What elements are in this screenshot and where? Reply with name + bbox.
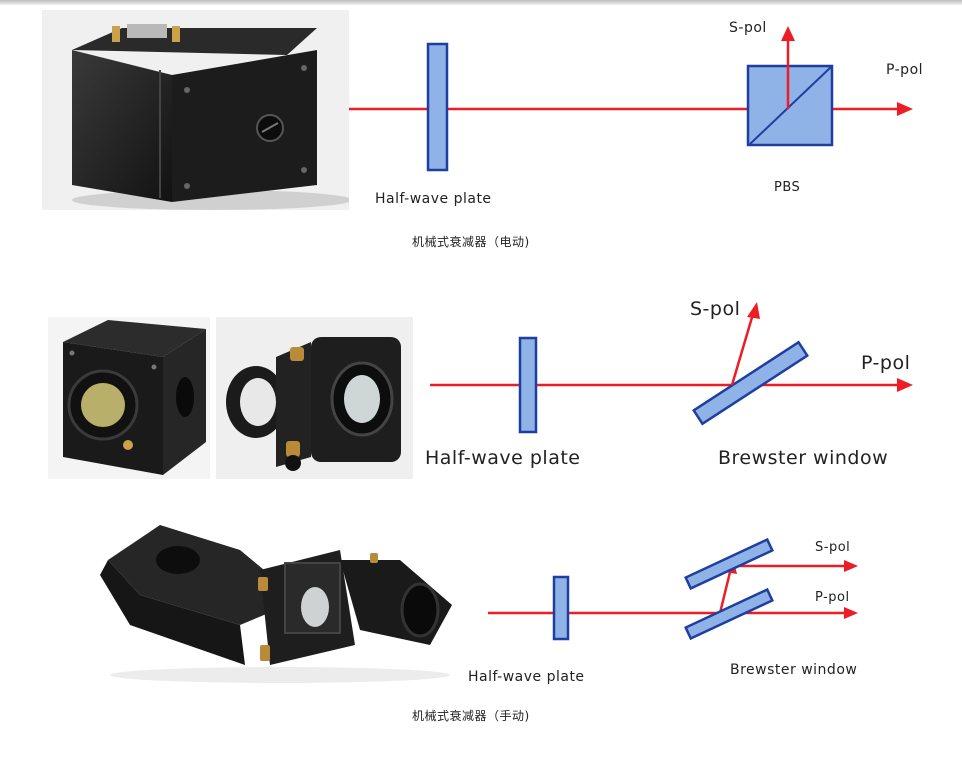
half-wave-plate-label: Half-wave plate [468, 669, 585, 685]
brewster-window [691, 340, 810, 426]
half-wave-plate [426, 42, 449, 172]
p-pol-arrowhead [897, 102, 913, 116]
half-wave-plate-label: Half-wave plate [375, 191, 492, 207]
caption-motorized: 机械式衰减器（电动) [412, 235, 530, 249]
p-pol-label: P-pol [815, 590, 850, 605]
attenuator-mount-photo [216, 317, 413, 479]
attenuator-cube-photo [48, 317, 210, 479]
pbs-attenuator-diagram [349, 26, 913, 172]
brewster-single-diagram [430, 302, 913, 434]
motorized-attenuator-photo [42, 10, 349, 210]
s-pol-arrowhead [747, 302, 760, 319]
half-wave-plate-label: Half-wave plate [425, 447, 581, 469]
half-wave-plate [518, 336, 538, 434]
pbs-label: PBS [774, 180, 801, 195]
s-pol-label: S-pol [729, 20, 767, 36]
s-pol-label: S-pol [690, 298, 741, 320]
p-pol-label: P-pol [861, 352, 911, 374]
caption-manual: 机械式衰减器（手动) [412, 709, 530, 723]
pbs-diagonal [749, 66, 832, 145]
half-wave-plate [552, 575, 570, 641]
top-border [0, 0, 962, 5]
p-pol-label: P-pol [886, 62, 924, 78]
brewster-window-upper [684, 537, 774, 591]
brewster-window-lower [684, 587, 774, 641]
brewster-window-label: Brewster window [730, 662, 858, 678]
s-pol-arrowhead [844, 560, 858, 572]
s-pol-beam-vertical [718, 567, 733, 614]
p-pol-arrowhead [844, 607, 858, 619]
s-pol-beam [730, 313, 755, 386]
manual-attenuator-photo [100, 515, 462, 685]
p-pol-arrowhead [897, 378, 913, 392]
brewster-double-diagram [488, 537, 858, 641]
s-pol-arrowhead [781, 26, 795, 41]
brewster-window-label: Brewster window [718, 447, 889, 469]
s-pol-label: S-pol [815, 540, 851, 555]
